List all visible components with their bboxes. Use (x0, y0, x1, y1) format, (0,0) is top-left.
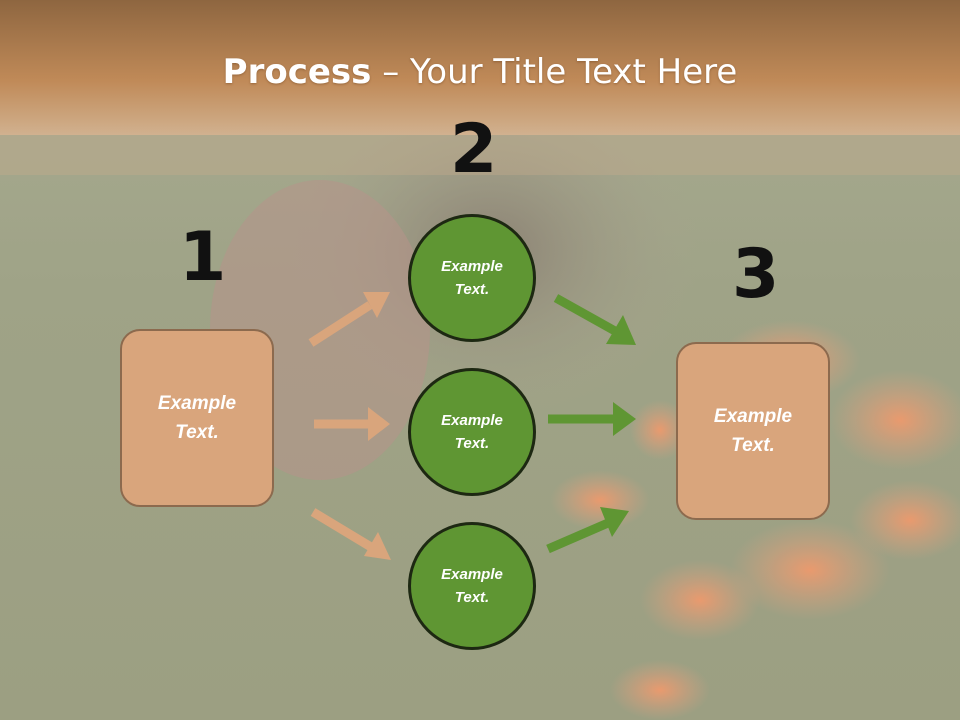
arrow-top-to-3 (553, 294, 636, 345)
arrow-bottom-to-3 (546, 507, 629, 554)
step-2-top-text: Example Text. (441, 258, 503, 298)
step-number-3: 3 (732, 235, 780, 314)
title-bold: Process (222, 52, 372, 92)
step-3-box: Example Text. (676, 342, 830, 520)
step-2-bottom-text: Example Text. (441, 566, 503, 606)
step-2-middle-text: Example Text. (441, 412, 503, 452)
step-2-circle-middle: Example Text. (408, 368, 536, 496)
step-number-1: 1 (179, 218, 227, 297)
step-1-text: Example Text. (157, 393, 237, 443)
slide-title: Process – Your Title Text Here (0, 52, 960, 92)
arrow-1-to-top (308, 292, 390, 347)
arrow-1-to-bottom (310, 508, 391, 560)
title-dash: – (371, 52, 411, 92)
arrow-middle-to-3 (548, 402, 636, 436)
title-rest: Your Title Text Here (410, 52, 738, 92)
step-1-box: Example Text. (120, 329, 274, 507)
step-2-circle-top: Example Text. (408, 214, 536, 342)
step-number-2: 2 (450, 110, 498, 189)
arrow-1-to-middle (314, 407, 390, 441)
step-3-text: Example Text. (713, 406, 793, 456)
step-2-circle-bottom: Example Text. (408, 522, 536, 650)
